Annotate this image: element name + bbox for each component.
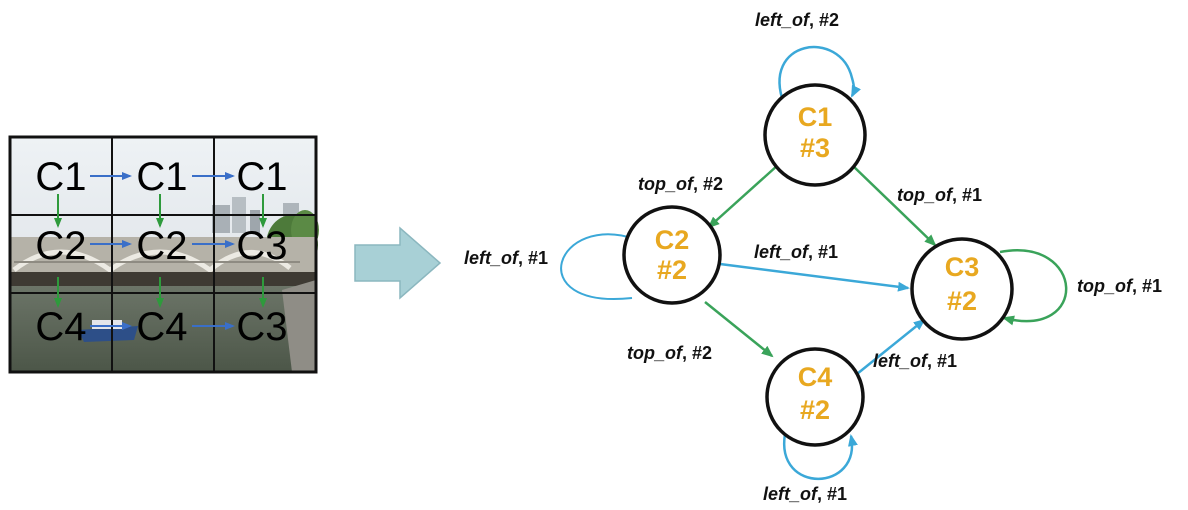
node-count: #2 (947, 286, 977, 316)
edge-label: left_of, #1 (464, 248, 548, 268)
grid-cell-label: C2 (35, 224, 86, 268)
edge-label: left_of, #1 (763, 484, 847, 504)
node-count: #2 (800, 395, 830, 425)
graph-edges (560, 45, 1068, 480)
edge-label: top_of, #1 (1077, 276, 1162, 296)
transform-arrow (354, 226, 442, 300)
edge-label: left_of, #2 (755, 10, 839, 30)
node-count: #2 (657, 255, 687, 285)
edge-c3-self-loop (999, 249, 1068, 326)
graph-node-c2: C2 #2 (622, 205, 722, 305)
grid-arrows (54, 172, 267, 330)
edge-c2-to-c3 (719, 262, 910, 292)
edge-c4-self-loop (782, 433, 858, 480)
edge-c1-self-loop (778, 45, 861, 105)
edge-label: top_of, #2 (627, 343, 712, 363)
grid-cell-label: C1 (236, 155, 287, 199)
grid-cell-label: C1 (136, 155, 187, 199)
grid-cell-label: C1 (35, 155, 86, 199)
grid-cell-label: C4 (136, 305, 187, 349)
node-count: #3 (800, 133, 830, 163)
graph-node-c3: C3 #2 (910, 237, 1014, 341)
edge-c4-to-c3 (851, 318, 926, 379)
node-name: C1 (798, 102, 833, 132)
node-name: C2 (655, 225, 690, 255)
grid-cell-labels: C1 C1 C1 C2 C2 C3 C4 C4 C3 (35, 155, 287, 349)
edge-label: top_of, #1 (897, 185, 982, 205)
edge-label: left_of, #1 (754, 242, 838, 262)
edge-label: left_of, #1 (873, 351, 957, 371)
node-name: C4 (798, 362, 833, 392)
edge-label: top_of, #2 (638, 174, 723, 194)
node-name: C3 (945, 252, 980, 282)
edge-labels: left_of, #2 top_of, #2 top_of, #1 left_o… (464, 10, 1162, 504)
graph-node-c4: C4 #2 (765, 347, 865, 447)
grid-cell-label: C3 (236, 224, 287, 268)
edge-c2-to-c4 (704, 301, 774, 358)
grid-cell-label: C3 (236, 305, 287, 349)
edge-c1-to-c3 (851, 164, 937, 247)
grid-cell-label: C2 (136, 224, 187, 268)
grid-cell-label: C4 (35, 305, 86, 349)
edge-c2-self-loop (560, 231, 640, 301)
scene-photo (10, 137, 319, 372)
graph-node-c1: C1 #3 (763, 83, 867, 187)
edge-c1-to-c2 (707, 164, 779, 229)
